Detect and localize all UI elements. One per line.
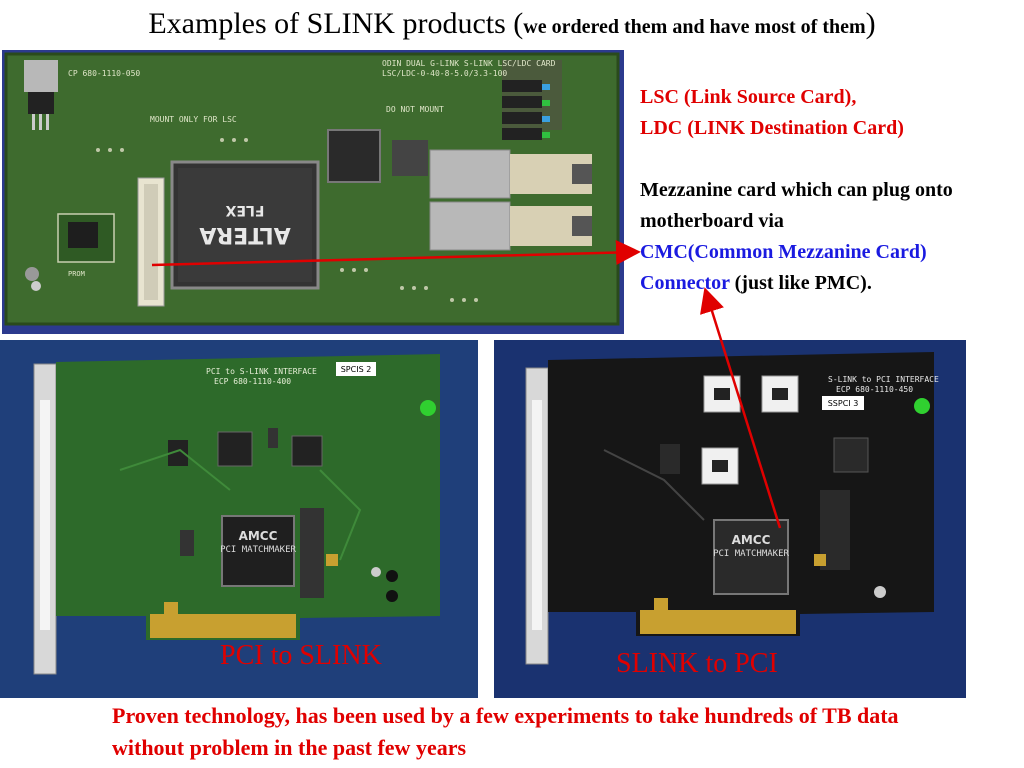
pmc-text: (just like PMC). bbox=[734, 272, 872, 294]
pci-slink-board-title: PCI to S-LINK INTERFACE bbox=[206, 367, 317, 376]
title-subtitle: we ordered them and have most of them bbox=[523, 16, 866, 38]
board-sublabel: LSC/LDC-0-40-8-5.0/3.3-100 bbox=[382, 69, 507, 78]
connector-line: Connector (just like PMC). bbox=[640, 268, 1024, 299]
slide-title: Examples of SLINK products (we ordered t… bbox=[0, 6, 1024, 45]
prom-label: PROM bbox=[68, 270, 85, 278]
slink-pci-board-part: ECP 680-1110-450 bbox=[836, 385, 913, 394]
slink-pci-board-title: S-LINK to PCI INTERFACE bbox=[828, 375, 939, 384]
fpga-brand-label: ALTERA bbox=[199, 222, 290, 247]
pci-to-slink-photo: SPCIS 2 PCI to S-LINK INTERFACE ECP 680-… bbox=[0, 340, 478, 698]
slink-pci-chip-brand: AMCC bbox=[732, 533, 771, 547]
board-part-number: CP 680-1110-050 bbox=[68, 69, 140, 78]
caption-slink-to-pci: SLINK to PCI bbox=[616, 648, 778, 679]
pci-slink-sticker: SPCIS 2 bbox=[341, 365, 372, 374]
cmc-text: CMC(Common Mezzanine Card) bbox=[640, 241, 927, 263]
mount-only-label: MOUNT ONLY FOR LSC bbox=[150, 115, 237, 124]
title-close-paren: ) bbox=[865, 7, 876, 40]
pci-slink-chip-line: PCI MATCHMAKER bbox=[220, 545, 296, 555]
card-description: LSC (Link Source Card), LDC (LINK Destin… bbox=[640, 82, 1024, 299]
footer-note: Proven technology, has been used by a fe… bbox=[112, 703, 899, 760]
connector-word: Connector bbox=[640, 272, 730, 294]
fpga-line-label: FLEX bbox=[225, 202, 264, 218]
slink-to-pci-photo: SSPCI 3 S-LINK to PCI INTERFACE ECP 680-… bbox=[494, 340, 966, 698]
slink-pci-chip-line: PCI MATCHMAKER bbox=[713, 549, 789, 559]
caption-pci-to-slink: PCI to SLINK bbox=[220, 640, 382, 671]
do-not-mount-label: DO NOT MOUNT bbox=[386, 105, 444, 114]
ldc-line: LDC (LINK Destination Card) bbox=[640, 117, 904, 139]
lsc-line: LSC (Link Source Card), bbox=[640, 86, 857, 108]
title-main: Examples of SLINK products ( bbox=[148, 7, 524, 40]
pci-slink-board-part: ECP 680-1110-400 bbox=[214, 377, 291, 386]
pci-slink-chip-brand: AMCC bbox=[239, 529, 278, 543]
slink-pci-sticker: SSPCI 3 bbox=[828, 399, 859, 408]
lsc-card-photo: ALTERA FLEX ODIN DUAL G-LINK S-LINK LSC/… bbox=[2, 50, 624, 334]
mezzanine-text: Mezzanine card which can plug onto mothe… bbox=[640, 179, 953, 232]
board-label: ODIN DUAL G-LINK S-LINK LSC/LDC CARD bbox=[382, 59, 556, 68]
